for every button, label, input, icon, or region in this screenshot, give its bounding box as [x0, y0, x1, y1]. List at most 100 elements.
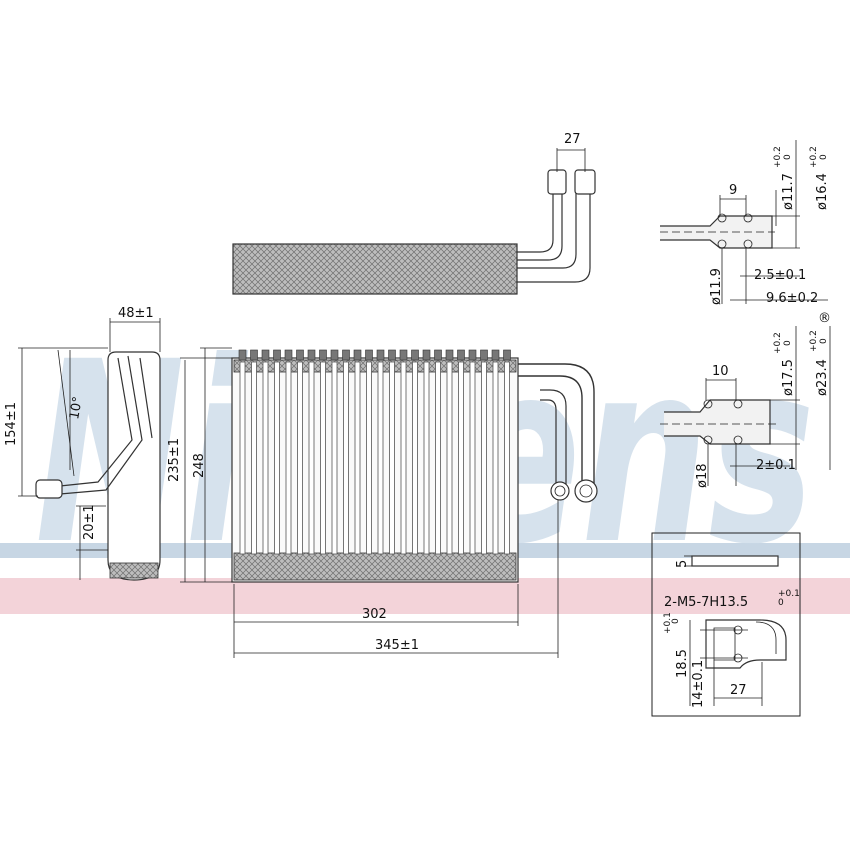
- svg-text:+0.2: +0.2: [809, 146, 819, 168]
- dim-front-height-inner: 235±1: [167, 438, 182, 482]
- dim-flange-hole-spacing: 18.5: [675, 649, 690, 678]
- core-tube: [458, 361, 464, 555]
- dim-side-width: 48±1: [118, 306, 154, 321]
- registered-mark: ®: [818, 311, 831, 326]
- svg-text:+0.2: +0.2: [809, 330, 819, 352]
- svg-text:0: 0: [783, 154, 793, 160]
- svg-text:0: 0: [819, 338, 829, 344]
- core-tube: [262, 361, 269, 555]
- svg-text:+0.1: +0.1: [663, 612, 673, 634]
- dim-small-mid-dia: ø11.7: [781, 173, 796, 210]
- core-tube-cap: [411, 349, 419, 361]
- dim-small-outer-dia: ø16.4: [815, 173, 830, 210]
- dim-large-length: 10: [712, 364, 729, 379]
- core-tube: [389, 361, 395, 555]
- core-tube: [297, 361, 303, 555]
- top-core-block: [232, 243, 518, 295]
- core-tube: [481, 361, 487, 555]
- svg-text:0: 0: [819, 154, 829, 160]
- core-tube: [366, 361, 372, 555]
- dim-small-len-a: 2.5±0.1: [754, 268, 806, 283]
- dim-top-pipe-spacing: 27: [564, 132, 581, 147]
- core-tube-cap: [434, 349, 442, 361]
- core-tube: [446, 361, 453, 555]
- dim-large-inner-dia: ø18: [695, 464, 710, 489]
- core-tube: [400, 361, 407, 555]
- top-pipe-fitting-right: [574, 169, 596, 195]
- dim-front-total-width: 345±1: [375, 638, 419, 653]
- dim-side-height: 154±1: [4, 402, 19, 446]
- dim-large-outer-dia: ø23.4: [815, 359, 830, 396]
- core-tube-cap: [457, 349, 465, 361]
- dim-side-angle: 10°: [67, 395, 86, 420]
- front-pipe-end-left: [550, 481, 570, 501]
- svg-text:0: 0: [783, 340, 793, 346]
- dim-front-height-outer: 248: [192, 453, 207, 478]
- core-tube-cap: [365, 349, 373, 361]
- core-tube: [377, 361, 384, 555]
- dim-small-len-b: 9.6±0.2: [766, 291, 818, 306]
- dim-flange-width: 27: [730, 683, 747, 698]
- core-tube: [343, 361, 349, 555]
- svg-text:+0.1: +0.1: [778, 589, 800, 599]
- core-tube: [435, 361, 441, 555]
- svg-text:+0.2: +0.2: [773, 146, 783, 168]
- dim-side-bottom-height: 20±1: [82, 504, 97, 540]
- front-pipe-end-right: [574, 479, 598, 503]
- top-view: 27: [232, 132, 596, 295]
- core-tube-cap: [503, 349, 511, 361]
- flange-side-profile: [691, 555, 779, 567]
- core-tube: [331, 361, 338, 555]
- core-tube: [239, 361, 246, 555]
- core-tube-cap: [330, 349, 339, 361]
- core-tube-cap: [296, 349, 304, 361]
- svg-text:+0.2: +0.2: [773, 332, 783, 354]
- detail-large-pipe: 10 ø23.4 +0.2 0 ø17.5 +0.2 0 ø18 2±0.1: [660, 326, 831, 489]
- dim-flange-thread: 2-M5-7H13.5: [664, 595, 748, 610]
- svg-text:0: 0: [671, 618, 681, 624]
- core-tube-cap: [445, 349, 454, 361]
- core-tube-cap: [307, 349, 316, 361]
- core-tube: [354, 361, 361, 555]
- core-tube-cap: [480, 349, 488, 361]
- svg-text:0: 0: [778, 598, 784, 608]
- detail-small-pipe: 9 ø16.4 +0.2 0 ø11.7 +0.2 0 ø11.9 2.5±0.…: [660, 140, 830, 306]
- core-tube: [285, 361, 292, 555]
- watermark-band-pink: [0, 578, 850, 614]
- dim-flange-thickness: 5: [675, 560, 690, 568]
- dim-flange-offset: 14±0.1: [691, 660, 706, 708]
- core-tube-cap: [284, 349, 293, 361]
- core-tube-cap: [319, 349, 327, 361]
- dim-large-len-a: 2±0.1: [756, 458, 796, 473]
- flange-detail: 5 2-M5-7H13.5 +0.1 0 18.5 +0.1 0 14±0.1 …: [651, 532, 801, 717]
- dim-front-core-width: 302: [362, 607, 387, 622]
- core-tube-cap: [376, 349, 385, 361]
- core-tube-cap: [491, 349, 500, 361]
- core-tube-cap: [238, 349, 247, 361]
- core-tube: [469, 361, 476, 555]
- front-view: 235±1 248 302 345±1: [167, 347, 598, 658]
- core-tube-cap: [273, 349, 281, 361]
- core-tube: [492, 361, 499, 555]
- core-tube: [423, 361, 430, 555]
- top-pipe-fitting-left: [547, 169, 567, 195]
- core-tube-cap: [399, 349, 408, 361]
- core-tube: [251, 361, 257, 555]
- core-tube-cap: [388, 349, 396, 361]
- core-tube: [320, 361, 326, 555]
- core-tube-cap: [261, 349, 270, 361]
- core-fins: [238, 349, 511, 555]
- core-tube: [308, 361, 315, 555]
- core-tube-cap: [353, 349, 362, 361]
- core-tube-cap: [342, 349, 350, 361]
- core-tube: [412, 361, 418, 555]
- core-tube-cap: [250, 349, 258, 361]
- core-tube: [274, 361, 280, 555]
- side-view: 48±1 154±1 10° 20±1: [4, 306, 161, 581]
- dim-large-mid-dia: ø17.5: [781, 359, 796, 396]
- side-pipe-fitting: [35, 479, 63, 499]
- dim-small-inner-dia: ø11.9: [709, 268, 724, 305]
- core-tube-cap: [468, 349, 477, 361]
